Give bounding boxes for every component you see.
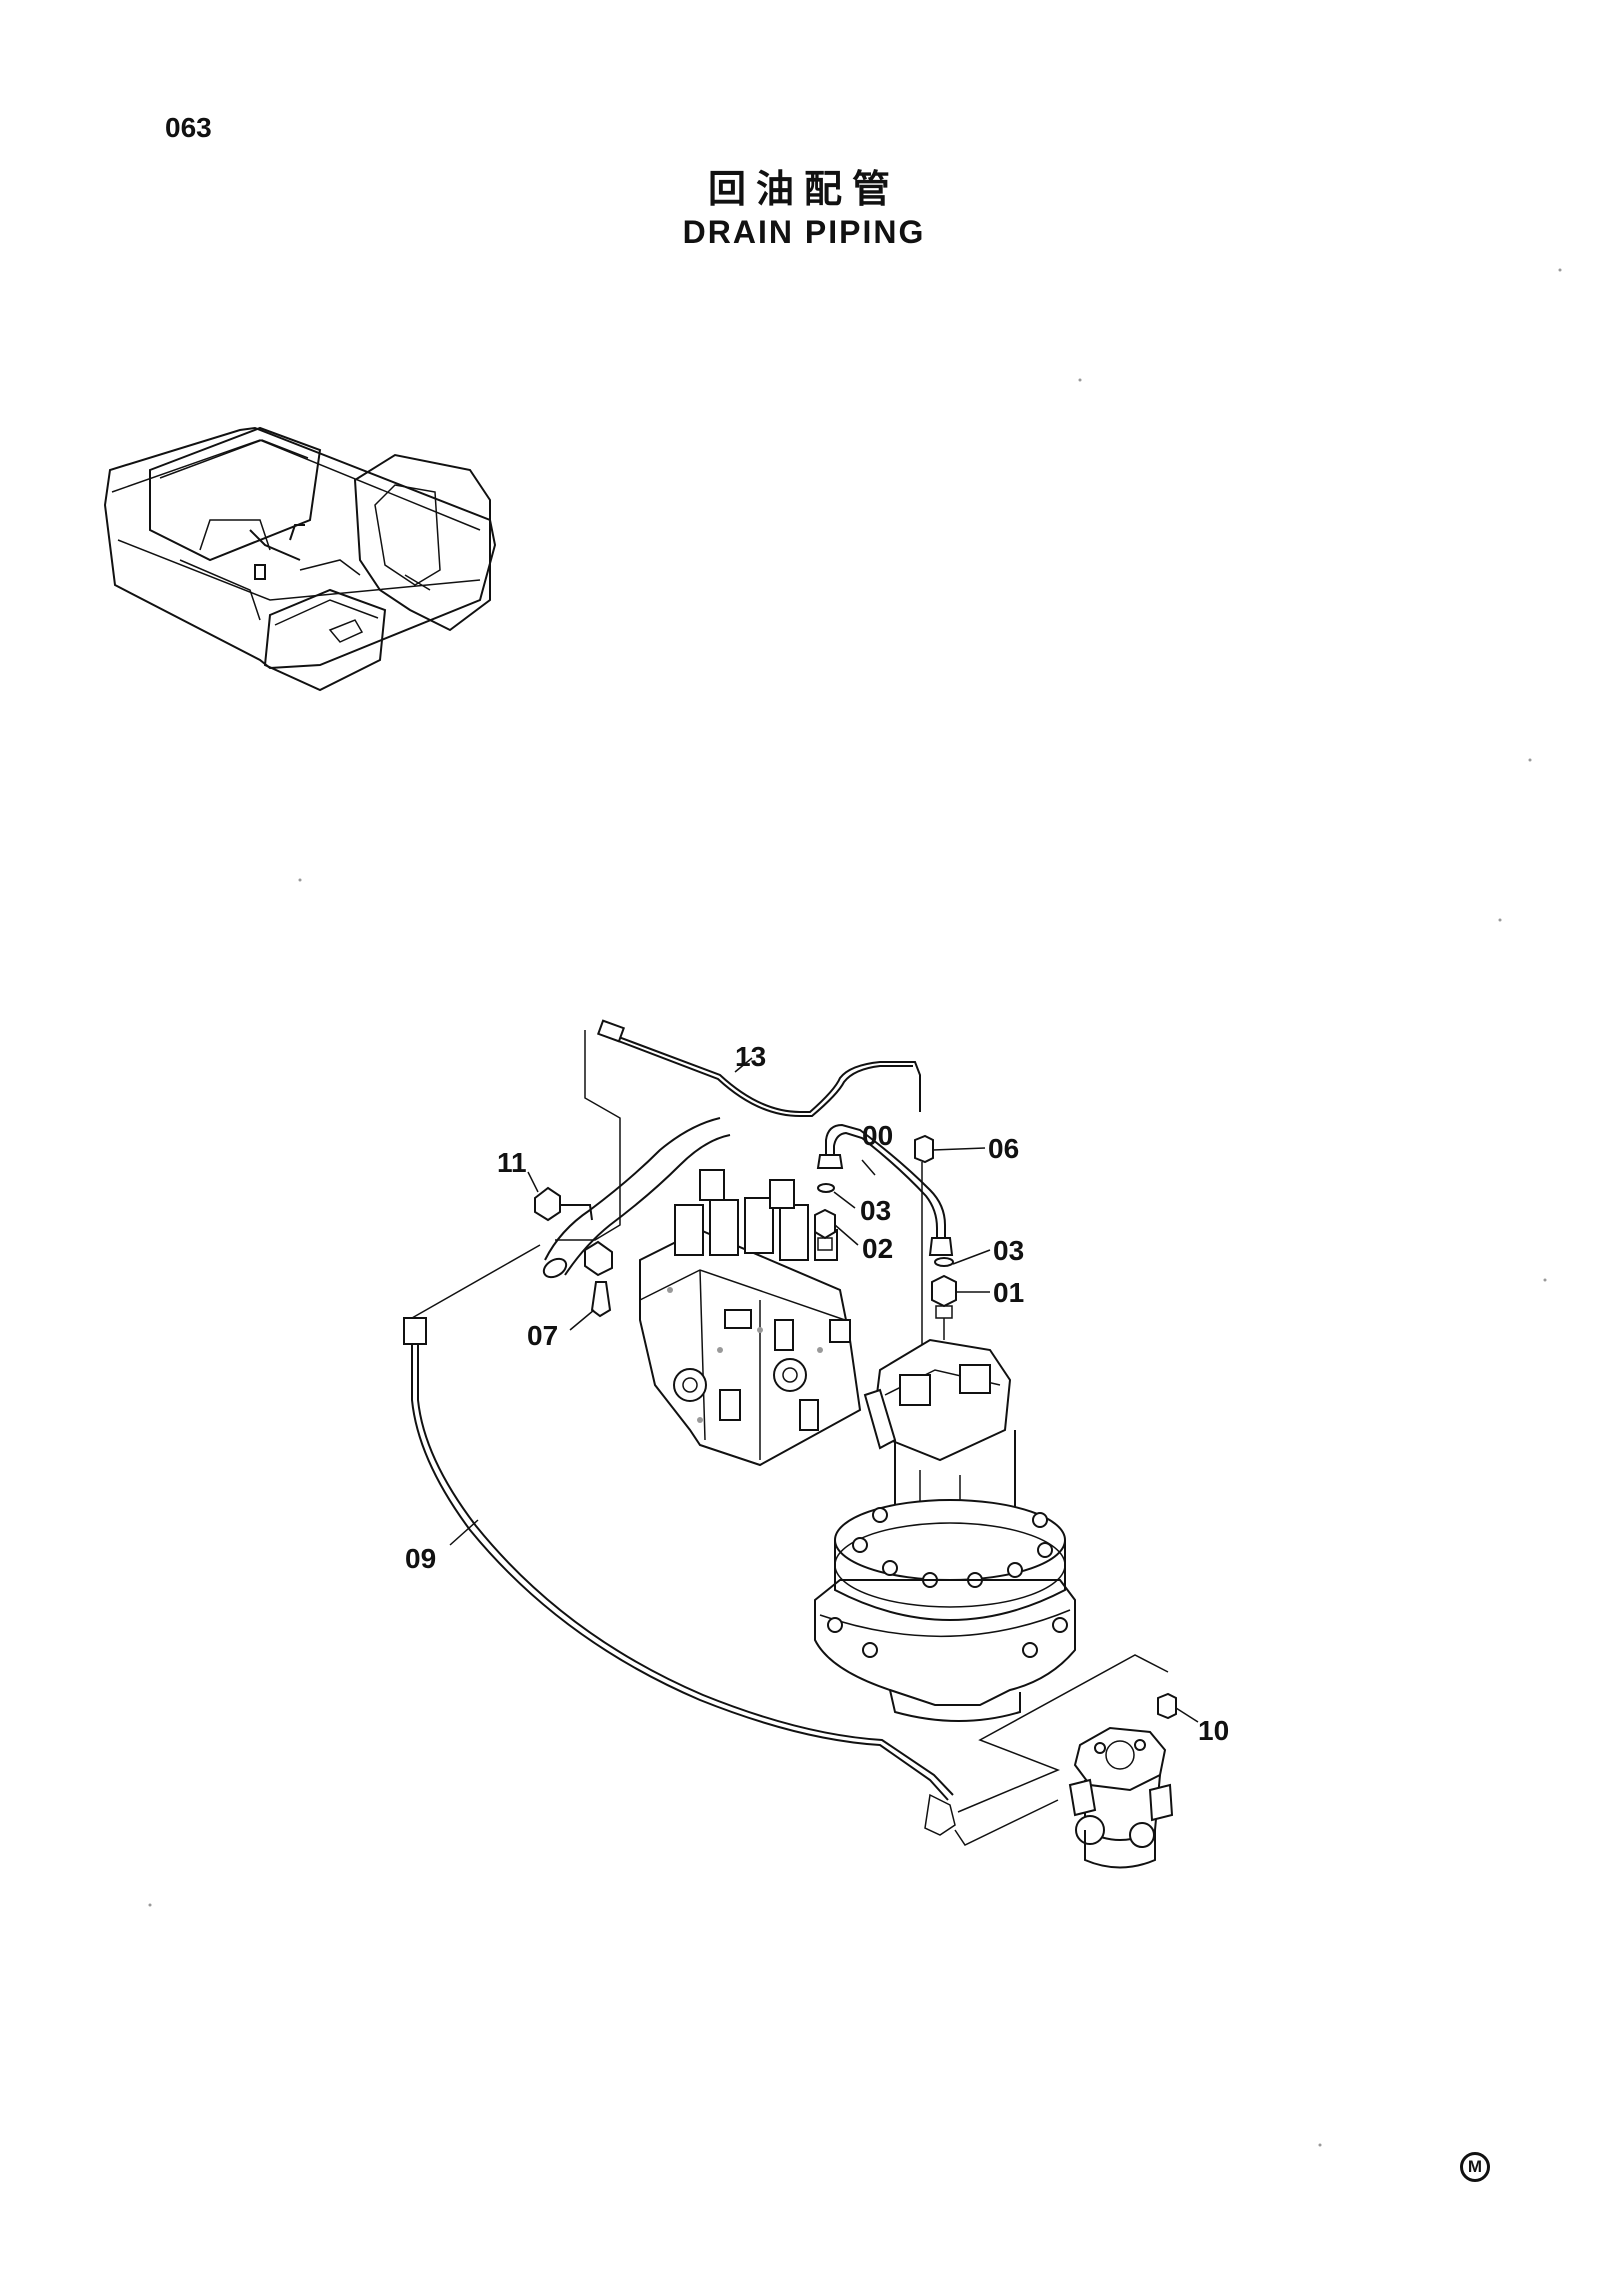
hose-13 (596, 1019, 921, 1117)
part-label-03b: 03 (993, 1235, 1024, 1266)
part-label-07: 07 (527, 1320, 558, 1351)
part-label-13: 13 (735, 1041, 766, 1072)
oring-03a (817, 1183, 835, 1193)
part-label-00: 00 (862, 1120, 893, 1151)
part-label-10: 10 (1198, 1715, 1229, 1746)
pipe-07 (542, 1117, 731, 1318)
fitting-06 (914, 1134, 934, 1164)
pipe-00 (816, 1123, 954, 1256)
excavator-location-icon (103, 426, 497, 692)
part-label-01: 01 (993, 1277, 1024, 1308)
part-label-06: 06 (988, 1133, 1019, 1164)
page-number: 063 (165, 112, 212, 143)
part-label-03a: 03 (860, 1195, 891, 1226)
title-chinese: 回油配管 (707, 167, 900, 211)
fitting-01 (931, 1274, 957, 1319)
part-label-02: 02 (862, 1233, 893, 1264)
swivel-joint-icon (1068, 1726, 1174, 1869)
corner-mark-icon: M (1460, 2152, 1490, 2182)
fitting-10 (1157, 1692, 1177, 1720)
control-valve-icon (639, 1169, 862, 1467)
title-english: DRAIN PIPING (682, 214, 926, 250)
swing-motor-icon (814, 1338, 1076, 1722)
hose-09 (403, 1317, 956, 1836)
fitting-02 (814, 1208, 836, 1251)
part-label-09: 09 (405, 1543, 436, 1574)
fitting-11 (534, 1186, 593, 1222)
part-label-11: 11 (497, 1147, 527, 1178)
oring-03b (934, 1257, 954, 1267)
